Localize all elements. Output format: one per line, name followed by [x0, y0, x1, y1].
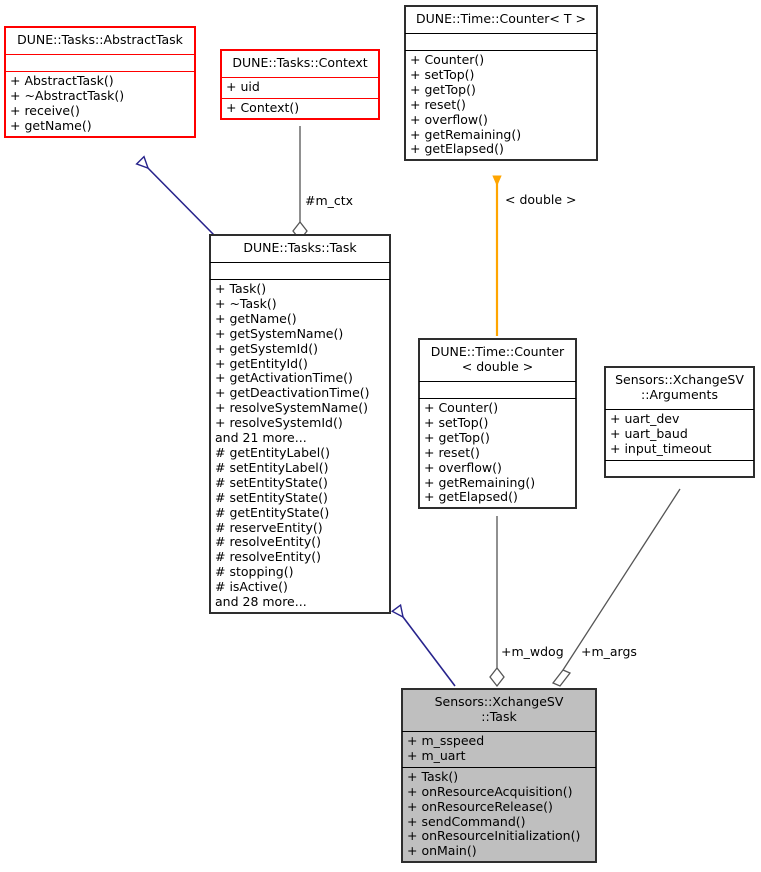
edge-task-inherits-abstracttask: [141, 161, 216, 237]
class-attribute: + m_sspeed: [407, 733, 485, 748]
class-title-compartment: DUNE::Tasks::Task: [210, 235, 390, 262]
class-attributes-compartment: + uid: [221, 77, 379, 98]
class-name: DUNE::Tasks::Task: [243, 240, 357, 255]
class-operation: + Counter(): [410, 52, 485, 67]
class-title-compartment: DUNE::Tasks::Context: [221, 50, 379, 77]
class-operation: + getRemaining(): [410, 126, 522, 142]
class-attribute: + uart_dev: [610, 411, 680, 426]
class-operation: # setEntityState(): [215, 474, 328, 490]
class-operation: + reset(): [410, 96, 466, 112]
class-operation: + overflow(): [424, 459, 502, 475]
class-operation: + getActivationTime(): [215, 370, 353, 386]
class-operation: + onResourceInitialization(): [407, 828, 581, 844]
class-operations-compartment: + Task() + onResourceAcquisition() + onR…: [402, 766, 596, 862]
class-operations-compartment: [605, 459, 754, 477]
class-name: DUNE::Tasks::AbstractTask: [17, 32, 183, 47]
class-node-xchangesv-task[interactable]: Sensors::XchangeSV ::Task + m_sspeed + m…: [401, 688, 597, 864]
class-operations-compartment: + Task() + ~Task() + getName() + getSyst…: [210, 279, 390, 613]
class-operation: + AbstractTask(): [10, 73, 114, 88]
class-operation: + getSystemName(): [215, 325, 344, 341]
class-operation: + onResourceRelease(): [407, 798, 553, 814]
class-operations-compartment: + Counter() + setTop() + getTop() + rese…: [419, 398, 576, 508]
class-operations-compartment: + Context(): [221, 97, 379, 119]
class-operation: + setTop(): [424, 414, 489, 430]
class-attributes-compartment: [5, 54, 195, 71]
class-operation: # setEntityState(): [215, 489, 328, 505]
class-operation: # getEntityState(): [215, 504, 330, 520]
class-operation: + getEntityId(): [215, 355, 308, 371]
class-operation: + setTop(): [410, 66, 475, 82]
class-operation: + onMain(): [407, 843, 477, 859]
class-operations-compartment: + AbstractTask() + ~AbstractTask() + rec…: [5, 71, 195, 137]
class-operation: + getName(): [10, 117, 92, 133]
edge-xchangesv-inherits-task: [397, 609, 456, 687]
class-operation: # getEntityLabel(): [215, 444, 330, 460]
class-node-tasks-task[interactable]: DUNE::Tasks::Task + Task() + ~Task() + g…: [209, 234, 391, 614]
class-operation: + ~AbstractTask(): [10, 87, 125, 103]
class-name: Sensors::XchangeSV ::Arguments: [615, 372, 744, 402]
class-operation: + receive(): [10, 102, 80, 118]
class-operation: + overflow(): [410, 111, 488, 127]
class-operation: + Task(): [407, 768, 459, 784]
class-operation: # isActive(): [215, 579, 288, 595]
class-attributes-compartment: [419, 381, 576, 398]
edge-label-m-args: +m_args: [581, 644, 637, 659]
class-operation: + getTop(): [424, 429, 490, 445]
class-operation: # reserveEntity(): [215, 519, 323, 535]
class-name: DUNE::Tasks::Context: [232, 55, 368, 70]
class-name: DUNE::Time::Counter < double >: [430, 344, 565, 374]
class-title-compartment: DUNE::Time::Counter< T >: [405, 6, 597, 33]
class-node-counter-double[interactable]: DUNE::Time::Counter < double > + Counter…: [418, 338, 577, 510]
class-node-arguments[interactable]: Sensors::XchangeSV ::Arguments + uart_de…: [604, 366, 755, 478]
class-attributes-compartment: + uart_dev + uart_baud + input_timeout: [605, 409, 754, 460]
class-name: Sensors::XchangeSV ::Task: [434, 694, 564, 724]
class-node-counter-t[interactable]: DUNE::Time::Counter< T > + Counter() + s…: [404, 5, 598, 162]
class-title-compartment: Sensors::XchangeSV ::Task: [402, 689, 596, 731]
class-operation: + Task(): [215, 281, 267, 296]
class-operations-compartment: + Counter() + setTop() + getTop() + rese…: [405, 50, 597, 160]
edge-task-has-context: [292, 126, 308, 242]
class-operation: + Counter(): [424, 400, 499, 415]
class-operation: + ~Task(): [215, 295, 277, 311]
class-title-compartment: Sensors::XchangeSV ::Arguments: [605, 367, 754, 409]
edge-label-m-wdog: +m_wdog: [501, 644, 564, 659]
class-operations-more: and 21 more...: [215, 430, 307, 446]
class-operation: + getName(): [215, 310, 297, 326]
class-name: DUNE::Time::Counter< T >: [416, 11, 586, 26]
class-attributes-compartment: [210, 262, 390, 279]
class-operation: + resolveSystemName(): [215, 400, 368, 416]
class-operation: + sendCommand(): [407, 813, 526, 829]
class-title-compartment: DUNE::Tasks::AbstractTask: [5, 27, 195, 54]
class-operation: + resolveSystemId(): [215, 415, 343, 431]
class-node-abstract-task[interactable]: DUNE::Tasks::AbstractTask + AbstractTask…: [4, 26, 196, 138]
class-attribute: + uid: [226, 79, 260, 94]
class-operation: + getRemaining(): [424, 474, 536, 490]
class-operation: + getDeactivationTime(): [215, 385, 370, 401]
class-operation: + getSystemId(): [215, 340, 318, 356]
edge-label-m-ctx: #m_ctx: [305, 193, 354, 208]
class-title-compartment: DUNE::Time::Counter < double >: [419, 339, 576, 381]
class-operation: + getElapsed(): [424, 489, 518, 505]
class-attribute: + input_timeout: [610, 440, 712, 456]
class-operation: # setEntityLabel(): [215, 459, 329, 475]
class-operation: + getTop(): [410, 81, 476, 97]
class-operation: # stopping(): [215, 564, 294, 580]
class-attributes-compartment: + m_sspeed + m_uart: [402, 731, 596, 767]
edge-label-double-binding: < double >: [505, 192, 577, 207]
class-operation: # resolveEntity(): [215, 549, 321, 565]
class-operation: + reset(): [424, 444, 480, 460]
class-operation: + onResourceAcquisition(): [407, 783, 573, 799]
class-attributes-compartment: [405, 33, 597, 50]
class-operation: + getElapsed(): [410, 141, 504, 157]
class-operation: + Context(): [226, 99, 300, 115]
class-operation: # resolveEntity(): [215, 534, 321, 550]
class-node-context[interactable]: DUNE::Tasks::Context + uid + Context(): [220, 49, 380, 120]
class-attribute: + m_uart: [407, 747, 466, 763]
class-operations-more: and 28 more...: [215, 594, 307, 610]
class-attribute: + uart_baud: [610, 425, 688, 441]
edge-xchangesv-has-wdog: [489, 516, 505, 688]
